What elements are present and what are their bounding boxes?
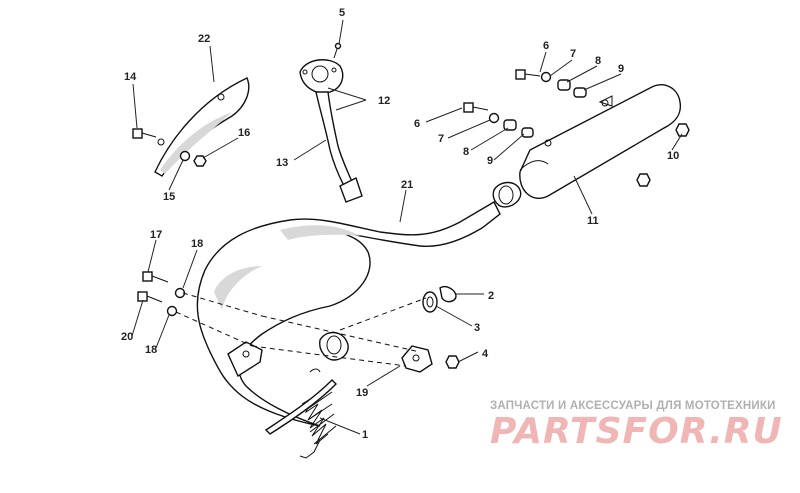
callout-9-top: 9 — [618, 63, 624, 75]
shield-washer[interactable] — [179, 150, 191, 162]
mount-bolt-lower[interactable] — [137, 291, 163, 303]
callout-21: 21 — [401, 179, 413, 191]
callout-3: 3 — [474, 322, 480, 334]
heat-shield-guard[interactable] — [154, 77, 250, 177]
callout-16: 16 — [238, 127, 250, 139]
silencer-grommet-lower[interactable] — [503, 119, 517, 131]
callout-10: 10 — [667, 150, 679, 162]
exhaust-gasket[interactable] — [439, 286, 457, 303]
exhaust-springs[interactable] — [299, 368, 337, 459]
callout-labels: 22 14 16 15 5 12 13 21 6 7 8 9 6 7 8 9 1… — [121, 7, 679, 441]
silencer-spacer-upper[interactable] — [573, 87, 587, 98]
callout-19: 19 — [356, 387, 368, 399]
callout-11: 11 — [587, 215, 599, 227]
callout-8-bottom: 8 — [463, 146, 469, 158]
silencer-washer-lower[interactable] — [488, 112, 500, 124]
callout-8-top: 8 — [595, 55, 601, 67]
mount-bolt-upper[interactable] — [142, 271, 169, 283]
callout-2: 2 — [488, 290, 494, 302]
callout-4: 4 — [482, 348, 489, 360]
callout-18-bottom: 18 — [145, 344, 157, 356]
silencer-bolt-upper[interactable] — [515, 69, 541, 80]
callout-14: 14 — [124, 71, 137, 83]
exhaust-flange[interactable] — [227, 331, 349, 378]
leader-lines — [131, 19, 683, 435]
silencer-nut-right[interactable] — [675, 123, 690, 137]
silencer-grommet-upper[interactable] — [557, 79, 571, 91]
callout-5: 5 — [339, 7, 345, 19]
bracket-nut[interactable] — [445, 355, 460, 369]
callout-6-top: 6 — [543, 40, 549, 52]
shield-bolt[interactable] — [132, 128, 157, 139]
silencer-spacer-lower[interactable] — [521, 127, 534, 138]
assembly-dash-lines — [175, 292, 427, 367]
intake-manifold[interactable] — [299, 59, 363, 203]
silencer-bolt-lower[interactable] — [463, 102, 489, 113]
callout-20: 20 — [121, 331, 133, 343]
exhaust-seal-ring[interactable] — [422, 291, 438, 313]
callout-22: 22 — [198, 33, 210, 45]
silencer[interactable] — [492, 84, 682, 208]
callout-18-top: 18 — [191, 238, 203, 250]
expansion-chamber[interactable] — [196, 201, 501, 427]
callout-9-bottom: 9 — [487, 155, 493, 167]
exhaust-mount-bracket[interactable] — [401, 345, 433, 373]
mount-washer-lower[interactable] — [166, 305, 178, 317]
callout-6-bottom: 6 — [414, 118, 420, 130]
callout-17: 17 — [150, 229, 162, 241]
silencer-washer-upper[interactable] — [540, 71, 552, 83]
callout-13: 13 — [276, 157, 288, 169]
silencer-nut-bottom[interactable] — [636, 173, 651, 187]
watermark-logo: PARTSFOR.RU — [490, 411, 783, 452]
exhaust-rubber-band[interactable] — [264, 379, 337, 435]
shield-nut[interactable] — [193, 155, 207, 167]
callout-7-bottom: 7 — [438, 133, 444, 145]
manifold-screw[interactable] — [333, 42, 342, 59]
callout-12: 12 — [378, 95, 390, 107]
callout-1: 1 — [362, 429, 368, 441]
callout-7-top: 7 — [570, 48, 576, 60]
callout-15: 15 — [163, 191, 175, 203]
watermark-subtitle: ЗАПЧАСТИ И АКСЕССУАРЫ ДЛЯ МОТОТЕХНИКИ — [490, 400, 776, 412]
